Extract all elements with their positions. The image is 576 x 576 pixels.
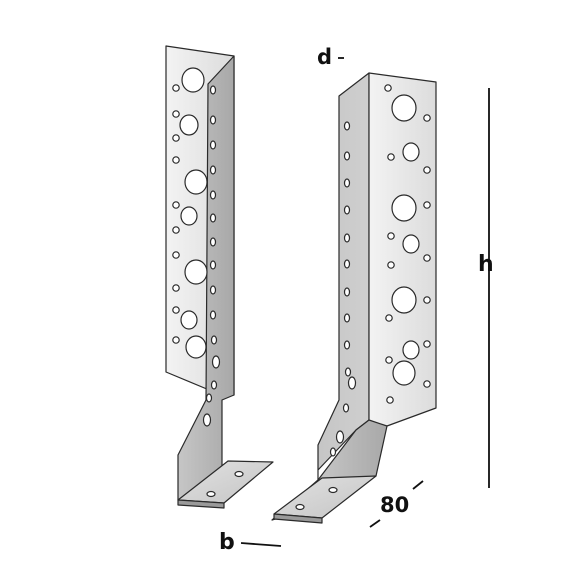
width-value-label: 80 (380, 493, 409, 517)
left-foot-holes (206, 470, 244, 498)
right-foot-edge (273, 513, 323, 524)
right-foot-holes (295, 486, 338, 511)
right-flange-small-holes (384, 84, 431, 404)
right-bracket (271, 72, 437, 524)
height-label: h (478, 252, 494, 277)
right-flange-large-holes (391, 94, 420, 386)
breadth-label: b (219, 530, 235, 555)
dimension-lines (240, 57, 490, 547)
right-web-slots (329, 121, 357, 457)
left-bracket (165, 45, 274, 509)
left-flange-large-holes (179, 67, 208, 359)
left-web-slots (202, 85, 221, 427)
left-foot-edge (177, 499, 225, 509)
width-dimension-line-upper (412, 480, 424, 490)
depth-label: d (317, 45, 332, 69)
left-flange-small-holes (172, 84, 180, 344)
breadth-dimension-line (240, 542, 282, 547)
width-dimension-line-lower (369, 519, 381, 528)
right-foot-plate (273, 475, 377, 519)
